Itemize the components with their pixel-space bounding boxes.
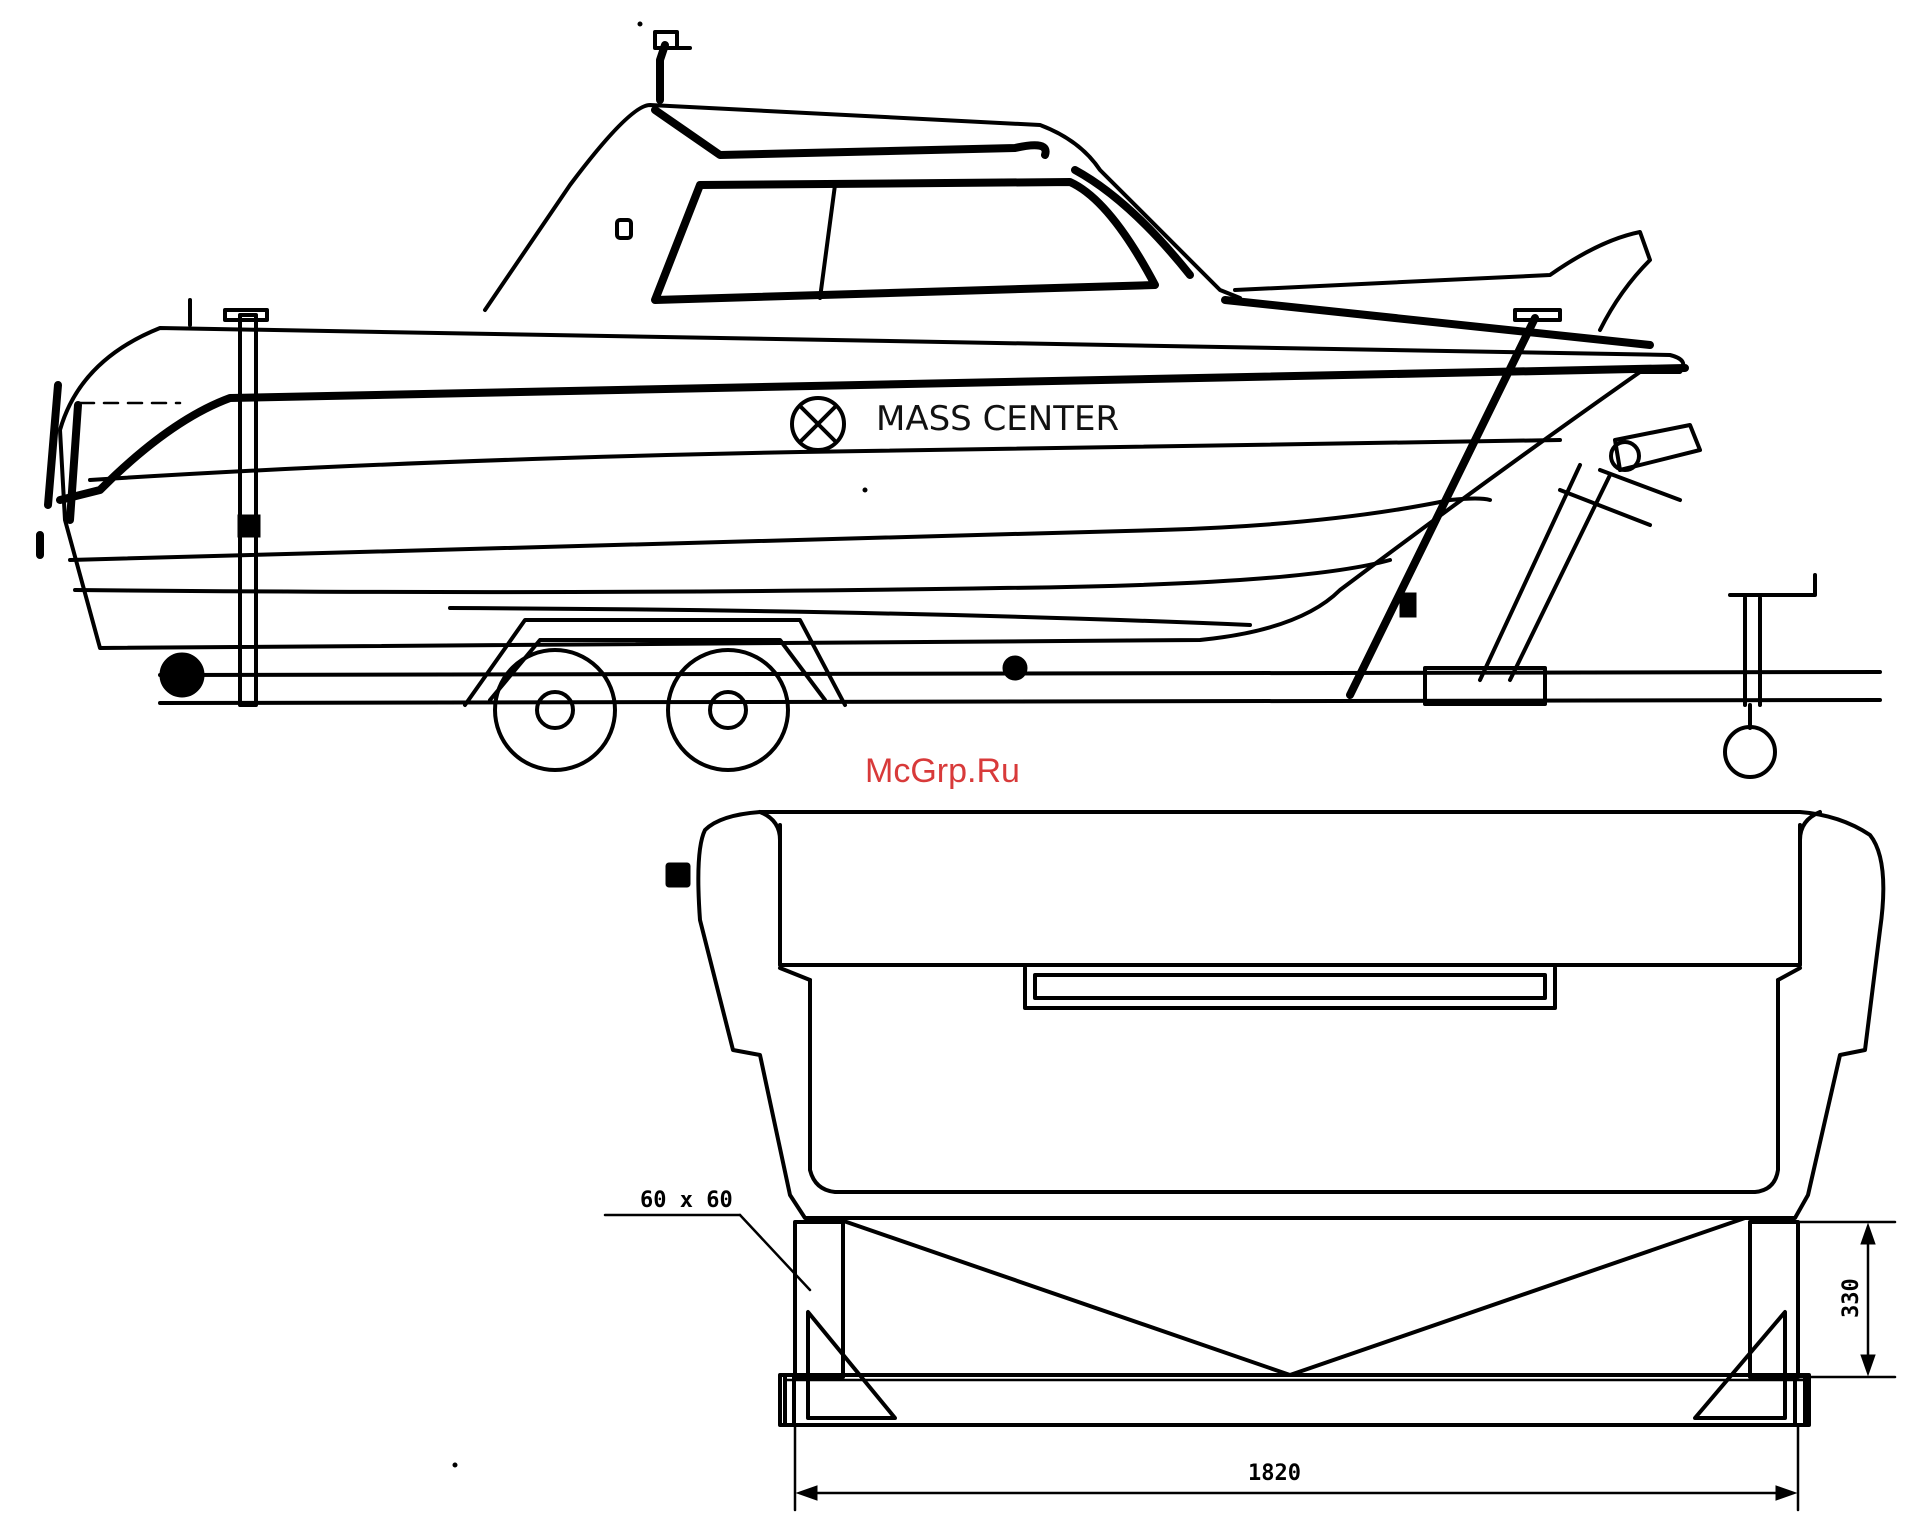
height-dim-label: 330: [1839, 1278, 1864, 1318]
support-post-right: [1750, 1222, 1798, 1377]
bow-seat: [1235, 232, 1650, 330]
winch-boom: [1560, 470, 1680, 525]
deck-rim-left: [760, 812, 780, 840]
bow-rail: [1225, 300, 1650, 345]
jockey-post: [1730, 575, 1815, 705]
trailer-frame-bottom: [160, 700, 1880, 703]
gusset-right: [1695, 1312, 1785, 1418]
support-post-left: [795, 1222, 843, 1377]
transom-panel: [1025, 968, 1555, 1008]
trailer-wheel-rear-hub: [537, 692, 573, 728]
trailer-crossbar: [785, 1375, 1805, 1425]
height-arrow-top: [1861, 1224, 1875, 1244]
winch-roller: [1611, 442, 1639, 470]
hull-cross-section: [698, 812, 1883, 1218]
watermark: McGrp.Ru: [865, 752, 1020, 790]
width-dim-label: 1820: [1248, 1461, 1301, 1486]
trailer-wheel-front: [668, 650, 788, 770]
cockpit-well: [810, 980, 1778, 1192]
cockpit-top: [780, 968, 810, 980]
end-view: 60 x 60 330 1820: [605, 812, 1895, 1510]
mass-center-marker: [792, 398, 844, 450]
rear-light: [160, 653, 204, 697]
cabin-porthole: [617, 220, 631, 238]
profile-size-label: 60 x 60: [640, 1188, 733, 1213]
scan-speck: [638, 22, 642, 26]
side-cleat: [666, 863, 690, 887]
hull-line-upper: [90, 440, 1560, 480]
front-tiedown-buckle: [1400, 593, 1416, 617]
trailer-wheel-rear: [495, 650, 615, 770]
v-hull-bottom: [835, 1218, 1745, 1375]
rub-rail: [60, 368, 1685, 500]
width-arrow-right: [1776, 1486, 1796, 1500]
gusset-left: [808, 1312, 895, 1418]
winch-post: [1480, 465, 1610, 680]
hull-line-lower: [75, 560, 1390, 592]
cockpit-top-right: [1778, 968, 1800, 980]
rear-tiedown-buckle: [238, 515, 260, 537]
deck-box: [780, 825, 1800, 965]
swim-ladder: [40, 385, 78, 555]
scan-speck: [863, 488, 867, 492]
width-arrow-left: [797, 1486, 817, 1500]
mass-center-label: MASS CENTER: [876, 399, 1119, 439]
keel-line: [450, 608, 1250, 625]
mast-pole: [660, 45, 665, 100]
scan-speck: [453, 1463, 457, 1467]
support-roller: [1003, 656, 1027, 680]
height-arrow-bottom: [1861, 1355, 1875, 1375]
winch-arm: [1615, 425, 1700, 470]
cabin-window: [655, 182, 1155, 300]
profile-leader: [740, 1215, 810, 1290]
jockey-wheel: [1725, 727, 1775, 777]
hull-line-mid: [70, 499, 1490, 561]
side-view: MASS CENTER: [40, 32, 1880, 777]
windshield-rail: [1075, 170, 1190, 275]
deck-rim-right: [1800, 812, 1820, 840]
trailer-wheel-front-hub: [710, 692, 746, 728]
window-frame: [820, 185, 835, 298]
